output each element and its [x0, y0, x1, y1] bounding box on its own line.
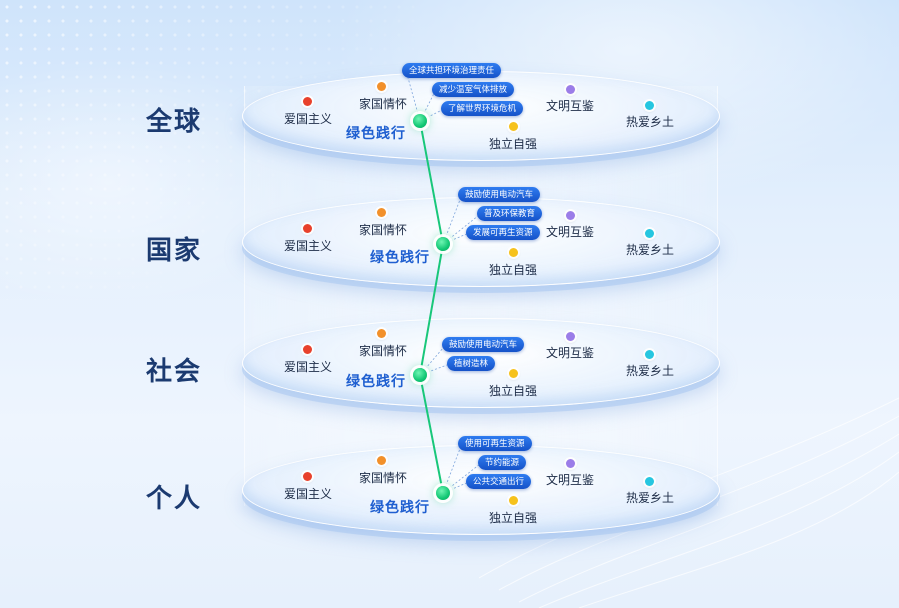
civilization-dot [566, 332, 575, 341]
center-node-global [413, 114, 427, 128]
tag-global-3: 了解世界环境危机 [441, 101, 524, 116]
independence-label: 独立自强 [489, 137, 538, 151]
patriotism-dot [303, 345, 312, 354]
family-country-dot [377, 208, 386, 217]
family-country-label: 家国情怀 [359, 223, 408, 237]
hometown-label: 热爱乡土 [626, 491, 675, 505]
independence-dot [509, 496, 518, 505]
independence-label: 独立自强 [489, 511, 538, 525]
patriotism-label: 爱国主义 [284, 239, 333, 253]
family-country-dot [377, 82, 386, 91]
tag-nation-1: 鼓励使用电动汽车 [458, 187, 541, 202]
level-label-nation: 国家 [146, 235, 203, 265]
tag-society-1: 鼓励使用电动汽车 [442, 337, 525, 352]
family-country-label: 家国情怀 [359, 471, 408, 485]
patriotism-dot [303, 97, 312, 106]
hometown-label: 热爱乡土 [626, 364, 675, 378]
family-country-dot [377, 329, 386, 338]
tag-society-2: 植树造林 [447, 356, 496, 371]
tag-global-2: 减少温室气体排放 [432, 82, 515, 97]
civilization-label: 文明互鉴 [546, 225, 595, 239]
patriotism-dot [303, 224, 312, 233]
independence-label: 独立自强 [489, 384, 538, 398]
patriotism-label: 爱国主义 [284, 112, 333, 126]
tag-connector-line [442, 194, 463, 245]
independence-label: 独立自强 [489, 263, 538, 277]
civilization-label: 文明互鉴 [546, 473, 595, 487]
independence-dot [509, 369, 518, 378]
hometown-dot [645, 101, 654, 110]
civilization-label: 文明互鉴 [546, 346, 595, 360]
independence-dot [509, 248, 518, 257]
hometown-label: 热爱乡土 [626, 243, 675, 257]
family-country-label: 家国情怀 [359, 97, 408, 111]
patriotism-label: 爱国主义 [284, 360, 333, 374]
hometown-dot [645, 229, 654, 238]
tag-connector-line [442, 443, 463, 494]
patriotism-label: 爱国主义 [284, 487, 333, 501]
center-title-society: 绿色践行 [346, 373, 406, 389]
tag-nation-3: 发展可再生资源 [466, 225, 540, 240]
level-label-society: 社会 [146, 356, 203, 386]
independence-dot [509, 122, 518, 131]
hometown-label: 热爱乡土 [626, 115, 675, 129]
green-path-line [418, 120, 445, 494]
center-node-society [413, 368, 427, 382]
civilization-dot [566, 211, 575, 220]
tag-individual-1: 使用可再生资源 [458, 436, 532, 451]
center-node-nation [436, 237, 450, 251]
center-title-global: 绿色践行 [346, 125, 406, 141]
hometown-dot [645, 477, 654, 486]
level-label-global: 全球 [146, 106, 203, 136]
tag-connector-line [419, 344, 447, 376]
center-node-individual [436, 486, 450, 500]
hometown-dot [645, 350, 654, 359]
tag-individual-2: 节约能源 [478, 455, 527, 470]
center-title-nation: 绿色践行 [370, 249, 430, 265]
tag-connector-line [442, 213, 482, 245]
patriotism-dot [303, 472, 312, 481]
tag-individual-3: 公共交通出行 [466, 474, 532, 489]
center-title-individual: 绿色践行 [370, 499, 430, 515]
tag-connector-line [405, 70, 421, 122]
level-label-individual: 个人 [146, 483, 203, 513]
family-country-dot [377, 456, 386, 465]
civilization-label: 文明互鉴 [546, 99, 595, 113]
tag-nation-2: 普及环保教育 [477, 206, 543, 221]
tag-global-1: 全球共担环境治理责任 [402, 63, 502, 78]
family-country-label: 家国情怀 [359, 344, 408, 358]
civilization-dot [566, 459, 575, 468]
civilization-dot [566, 85, 575, 94]
tag-connector-line [442, 462, 483, 494]
